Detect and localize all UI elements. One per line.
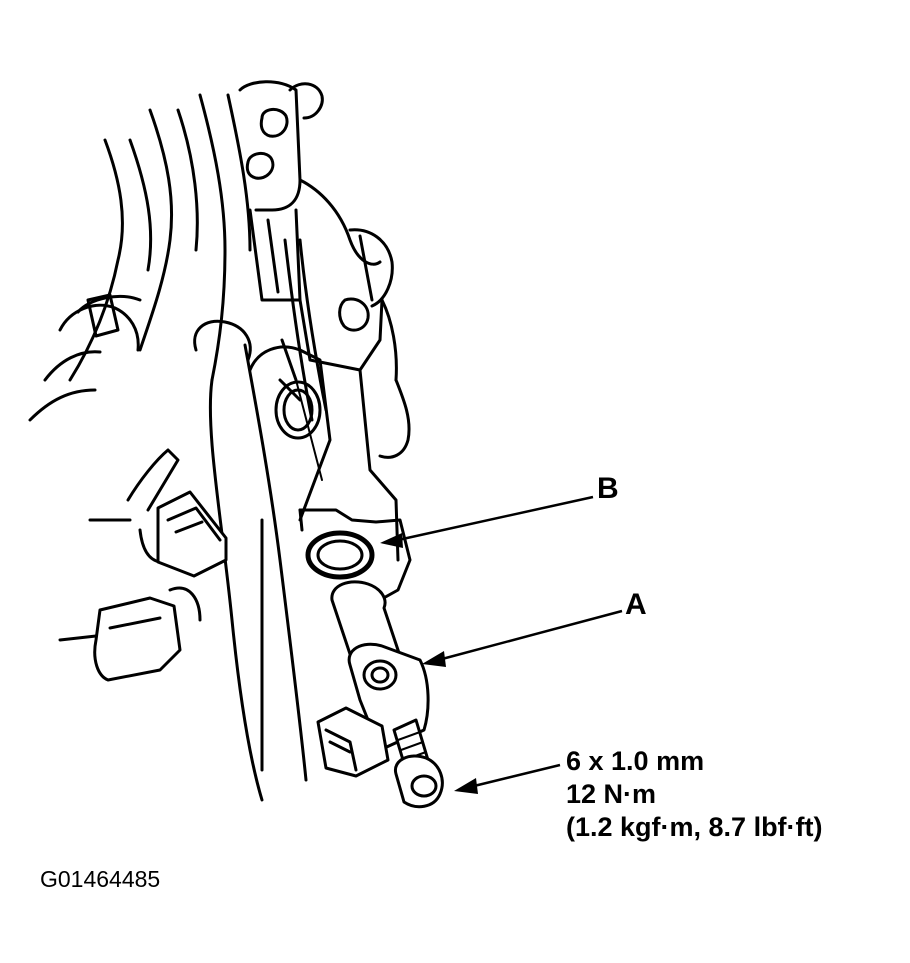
leader-lines	[380, 495, 623, 794]
harness-connector	[58, 448, 228, 682]
upper-bracket	[238, 80, 411, 562]
o-ring	[305, 530, 375, 580]
center-tubes	[193, 238, 328, 802]
figure-id: G01464485	[40, 866, 161, 892]
torque-specification: 6 x 1.0 mm 12 N·m (1.2 kgf·m, 8.7 lbf·ft…	[566, 745, 823, 844]
part-label-b: B	[597, 472, 619, 505]
sensor-boss	[248, 338, 412, 602]
bolt-size: 6 x 1.0 mm	[566, 746, 705, 776]
mounting-bolt	[392, 718, 444, 809]
torque-value-alt: (1.2 kgf·m, 8.7 lbf·ft)	[566, 812, 823, 842]
torque-value-nm: 12 N·m	[566, 779, 657, 809]
part-label-a: A	[625, 588, 647, 621]
background-hoses	[28, 93, 252, 422]
